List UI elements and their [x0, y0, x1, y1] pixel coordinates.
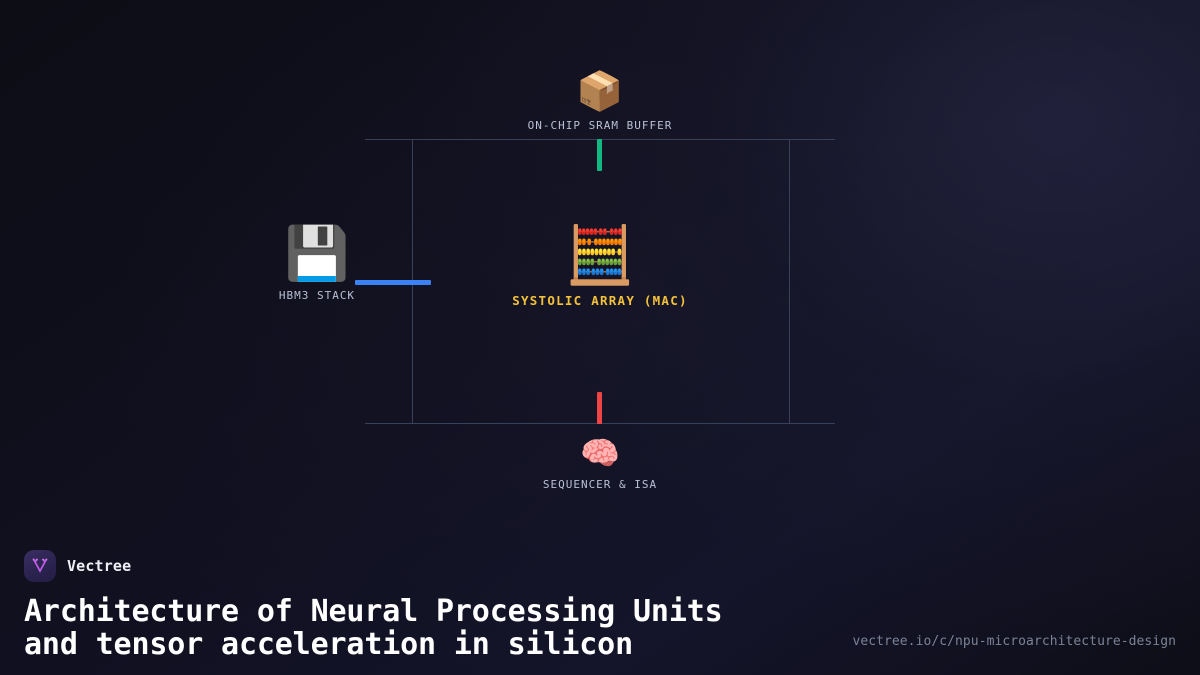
brand-name: Vectree — [67, 557, 132, 576]
floppy-disk-icon: 💾 — [284, 224, 350, 284]
source-url: vectree.io/c/npu-microarchitecture-desig… — [852, 634, 1176, 649]
card-footer: Vectree Architecture of Neural Processin… — [0, 550, 1200, 675]
package-box-icon: 📦 — [576, 69, 624, 113]
connector-sram-to-array — [597, 139, 602, 171]
diagram-node-on-chip-sram-buffer[interactable]: 📦 ON-CHIP SRAM BUFFER — [470, 72, 730, 132]
brain-icon: 🧠 — [580, 434, 620, 472]
connector-hbm-to-array — [355, 280, 431, 285]
diagram-node-hbm3-stack[interactable]: 💾 HBM3 STACK — [187, 228, 447, 302]
connector-sequencer-to-array — [597, 392, 602, 424]
diagram-node-systolic-array[interactable]: 🧮 SYSTOLIC ARRAY (MAC) — [470, 223, 730, 309]
grid-line-right-rail — [789, 139, 790, 423]
vectree-logo-icon — [24, 550, 56, 583]
diagram-node-label-sram: ON-CHIP SRAM BUFFER — [527, 119, 673, 132]
diagram-node-label-hbm: HBM3 STACK — [278, 289, 356, 302]
page-title: Architecture of Neural Processing Units … — [24, 594, 723, 662]
diagram-node-label-sequencer: SEQUENCER & ISA — [542, 478, 658, 491]
abacus-icon: 🧮 — [565, 223, 635, 288]
diagram-node-sequencer-isa[interactable]: 🧠 SEQUENCER & ISA — [470, 437, 730, 491]
brand-row: Vectree — [24, 550, 1176, 583]
diagram-node-label-systolic-array: SYSTOLIC ARRAY (MAC) — [512, 293, 688, 308]
